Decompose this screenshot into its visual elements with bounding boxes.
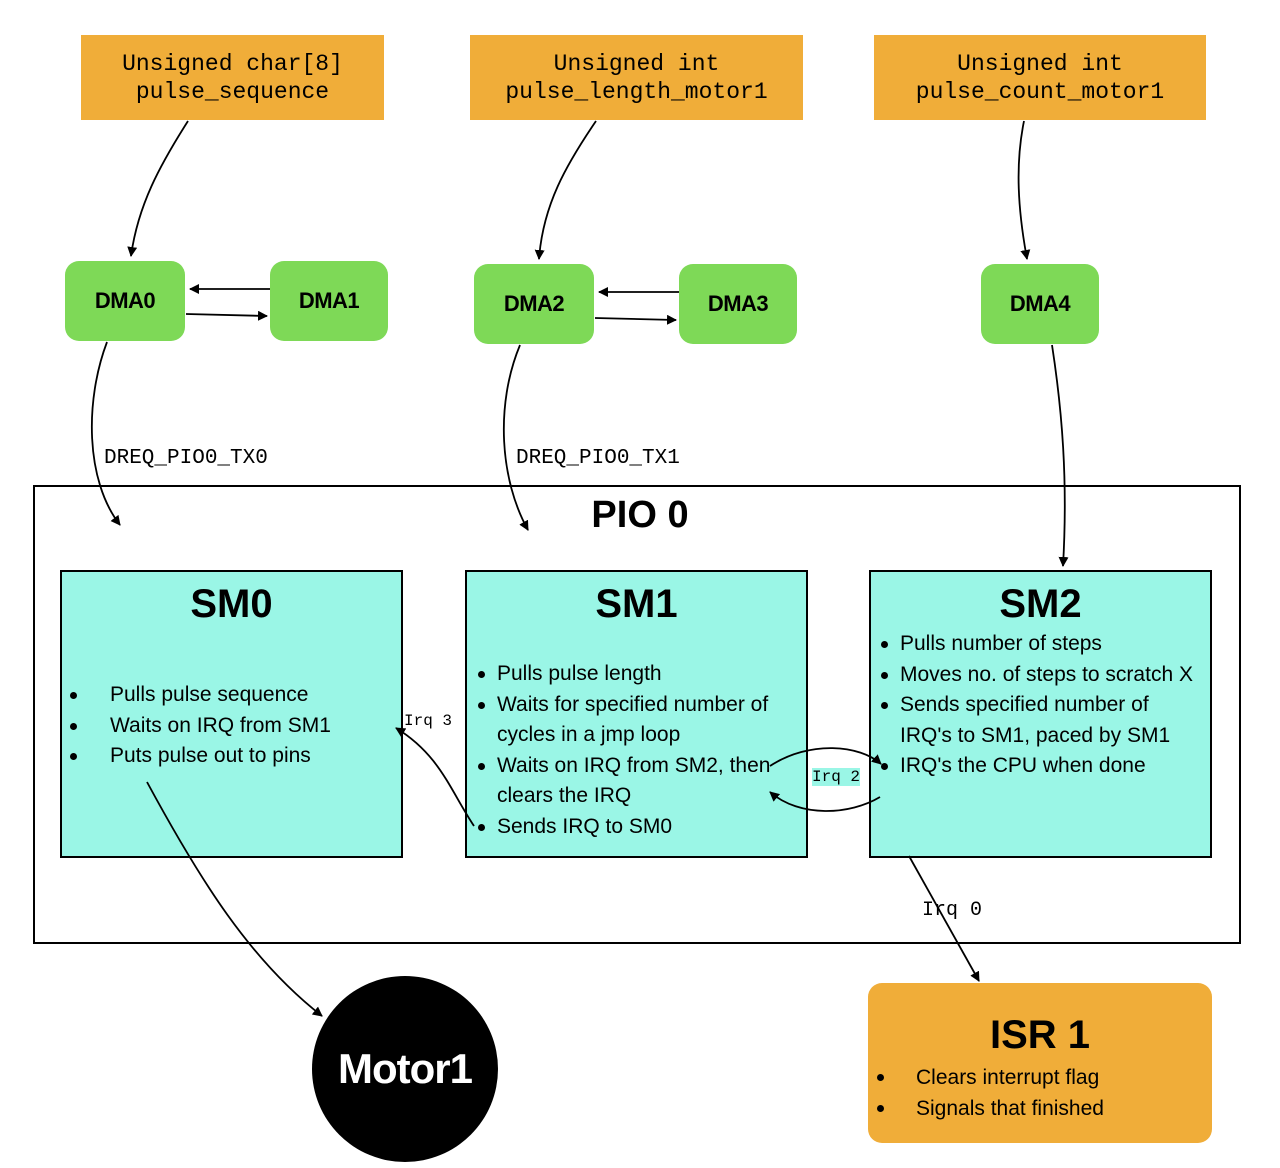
sm2-block: SM2 Pulls number of steps Moves no. of s… [869,570,1212,858]
dma0-block: DMA0 [65,261,185,341]
arrow-dma0-to-dma1 [185,310,268,321]
sm1-bullets: Pulls pulse length Waits for specified n… [473,659,800,842]
irq2-label: Irq 2 [812,768,861,786]
sm2-bullet: IRQ's the CPU when done [876,751,1204,782]
isr1-bullet: Signals that finished [868,1094,1208,1125]
irq3-label: Irq 3 [404,712,453,730]
sm2-title: SM2 [999,582,1082,626]
arrow-sm0-to-motor [146,781,323,1017]
var-name: pulse_sequence [135,78,330,105]
var-type: Unsigned int [957,50,1123,77]
arrow-var-to-dma4 [1017,120,1031,260]
var-type: Unsigned char[8] [122,50,343,77]
sm1-bullet: Sends IRQ to SM0 [473,812,800,843]
isr1-bullet: Clears interrupt flag [868,1063,1208,1094]
sm1-title: SM1 [595,582,678,626]
var-name: pulse_length_motor1 [505,78,768,105]
var-name: pulse_count_motor1 [915,78,1165,105]
arrow-irq3 [395,727,475,827]
dreq-tx0-label: DREQ_PIO0_TX0 [104,447,268,470]
sm2-bullet: Moves no. of steps to scratch X [876,660,1204,691]
dma4-block: DMA4 [981,264,1099,344]
dma2-block: DMA2 [474,264,594,344]
sm0-block: SM0 Pulls pulse sequence Waits on IRQ fr… [60,570,403,858]
motor1-circle: Motor1 [312,976,498,1162]
sm1-bullet: Waits for specified number of cycles in … [473,690,800,751]
sm2-bullet: Pulls number of steps [876,629,1204,660]
var-pulse-count: Unsigned int pulse_count_motor1 [874,35,1206,120]
var-pulse-sequence: Unsigned char[8] pulse_sequence [81,35,384,120]
sm0-title: SM0 [190,582,273,626]
sm0-bullets: Pulls pulse sequence Waits on IRQ from S… [62,680,397,772]
arrow-var-to-dma0 [127,120,189,257]
arrow-irq2-to-sm1 [769,791,881,812]
sm0-bullet: Puts pulse out to pins [62,741,397,772]
sm0-bullet: Waits on IRQ from SM1 [62,711,397,742]
arrow-dma4-to-sm2 [1051,344,1069,567]
arrow-dma0-to-sm0 [90,341,121,526]
sm1-bullet: Waits on IRQ from SM2, then clears the I… [473,751,800,812]
dma1-block: DMA1 [270,261,388,341]
arrow-var-to-dma2 [534,120,597,260]
sm1-block: SM1 Pulls pulse length Waits for specifi… [465,570,808,858]
arrow-irq2-to-sm2 [769,747,882,767]
arrow-irq0 [908,855,980,982]
sm2-bullet: Sends specified number of IRQ's to SM1, … [876,690,1204,751]
isr1-bullets: Clears interrupt flag Signals that finis… [868,1063,1208,1124]
irq0-label: Irq 0 [922,899,983,922]
dreq-tx1-label: DREQ_PIO0_TX1 [516,447,680,470]
isr1-block: ISR 1 Clears interrupt flag Signals that… [868,983,1212,1143]
arrow-dma2-to-dma3 [594,314,677,325]
sm2-bullets: Pulls number of steps Moves no. of steps… [876,629,1204,782]
pio0-title: PIO 0 [591,494,689,536]
isr1-title: ISR 1 [989,1013,1091,1057]
dma3-block: DMA3 [679,264,797,344]
arrow-dma2-to-sm1 [502,344,529,531]
sm0-bullet: Pulls pulse sequence [62,680,397,711]
sm1-bullet: Pulls pulse length [473,659,800,690]
var-type: Unsigned int [553,50,720,77]
var-pulse-length: Unsigned int pulse_length_motor1 [470,35,803,120]
